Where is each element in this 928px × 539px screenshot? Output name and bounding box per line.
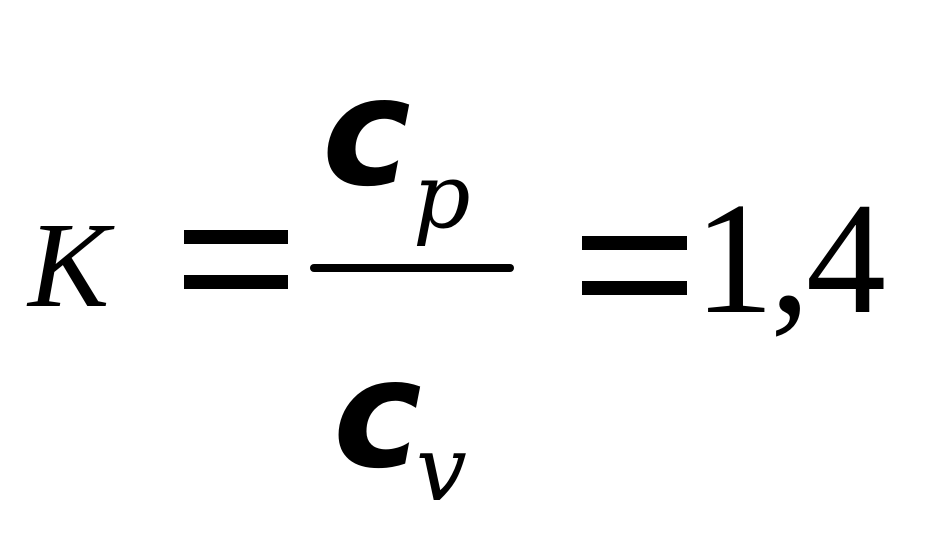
numerator-symbol: c [322,46,411,220]
denominator-symbol: c [333,328,422,502]
equals-sign-2-bottom [582,281,687,295]
result-value: 1,4 [694,169,886,347]
equals-sign-2-top [582,236,687,250]
variable-k: K [28,198,110,333]
numerator-subscript: p [413,144,471,249]
fraction-bar [310,264,514,272]
denominator-subscript: v [416,417,467,522]
equals-sign-1-top [184,230,288,244]
equals-sign-1-bottom [184,275,288,289]
